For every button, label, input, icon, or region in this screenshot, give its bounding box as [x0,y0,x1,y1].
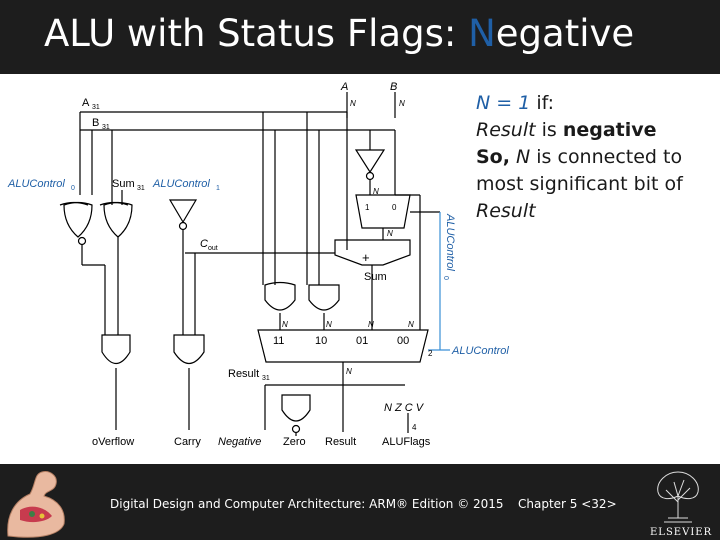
svg-text:N: N [350,99,356,108]
svg-text:1: 1 [216,185,220,192]
svg-text:ALUControl: ALUControl [444,213,456,271]
svg-text:4: 4 [412,423,417,432]
svg-text:N: N [399,99,405,108]
svg-text:N: N [368,320,374,329]
svg-text:0: 0 [392,203,397,212]
footer-citation: Digital Design and Computer Architecture… [110,497,504,511]
slide-content [0,74,720,464]
svg-text:N: N [346,367,352,376]
svg-text:ALUControl: ALUControl [7,178,65,190]
svg-text:ALUControl: ALUControl [152,178,210,190]
svg-text:B: B [92,117,99,129]
svg-text:Negative: Negative [218,436,261,448]
svg-text:N: N [373,187,379,196]
svg-text:N: N [326,320,332,329]
footer-chapter: Chapter 5 <32> [518,497,617,511]
svg-text:0: 0 [442,276,449,280]
svg-text:01: 01 [356,335,368,347]
svg-text:ALUFlags: ALUFlags [382,436,431,448]
svg-text:N: N [408,320,414,329]
explanation-text: N = 1 if: Result is negative So, N is co… [476,92,683,222]
svg-text:11: 11 [273,335,284,347]
svg-text:A: A [340,81,348,93]
svg-text:Sum: Sum [112,178,135,190]
svg-text:31: 31 [137,185,145,192]
flexing-arm-logo [7,471,65,538]
svg-text:Carry: Carry [174,436,201,448]
svg-text:Result: Result [325,436,356,448]
svg-text:0: 0 [71,185,75,192]
svg-text:Zero: Zero [283,436,306,448]
svg-text:N Z C V: N Z C V [384,402,425,414]
title-bar [0,0,720,74]
svg-text:+: + [362,250,370,265]
svg-text:ALUControl: ALUControl [451,345,509,357]
elsevier-tree-logo [657,471,699,523]
svg-text:10: 10 [315,335,327,347]
svg-text:Sum: Sum [364,271,387,283]
svg-text:oVerflow: oVerflow [92,436,134,448]
svg-text:Result: Result [228,368,259,380]
svg-text:A: A [82,97,90,109]
svg-text:N: N [282,320,288,329]
footer-bar [0,464,720,540]
svg-text:00: 00 [397,335,409,347]
svg-text:N: N [387,229,393,238]
svg-text:2: 2 [428,349,433,358]
svg-text:31: 31 [262,375,270,382]
svg-text:1: 1 [365,203,370,212]
svg-text:C: C [200,238,208,250]
svg-text:31: 31 [102,124,110,131]
svg-text:out: out [208,245,218,252]
svg-text:B: B [390,81,397,93]
title-accent-letter: N [468,12,496,55]
elsevier-wordmark: ELSEVIER [650,527,713,538]
svg-text:31: 31 [92,104,100,111]
slide-title: ALU with Status Flags: Negative [44,12,635,55]
